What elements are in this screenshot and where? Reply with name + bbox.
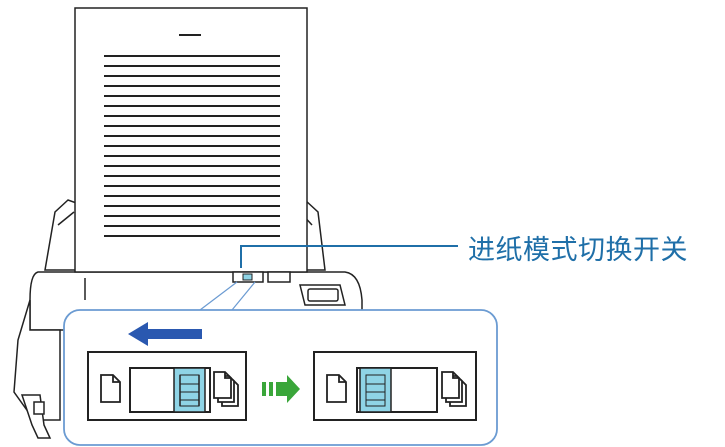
slider-knob (173, 367, 206, 413)
switch-after (313, 351, 477, 421)
zoom-wedge (199, 281, 256, 311)
feed-mode-switch[interactable] (232, 271, 291, 283)
stacked-pages-icon (213, 371, 239, 407)
slider-knob (359, 367, 392, 413)
left-arrow-icon (128, 322, 202, 346)
double-bar-arrow-icon (262, 375, 300, 403)
single-page-icon (326, 374, 347, 403)
stacked-pages-icon (441, 371, 467, 407)
document (74, 7, 308, 273)
callout-leader-line (240, 245, 458, 268)
feed-mode-switch-label: 进纸模式切换开关 (468, 235, 688, 266)
switch-before (87, 351, 247, 421)
inset-panel (63, 309, 498, 446)
single-page-icon (100, 374, 121, 403)
text-lines (104, 55, 280, 237)
